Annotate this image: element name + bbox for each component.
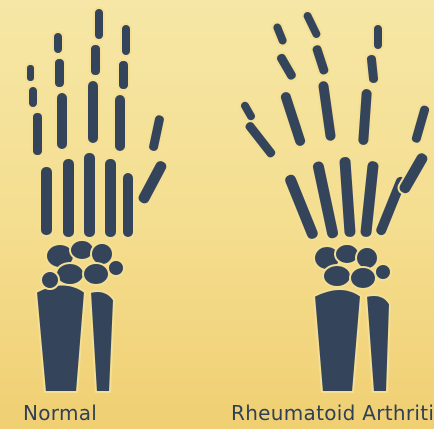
rheumatoid-arthritis-label: Rheumatoid Arthritis [231,401,434,425]
normal-hand-skeleton-illustration [0,0,217,400]
rheumatoid-hand-skeleton-illustration [217,0,434,400]
normal-label: Normal [23,401,97,425]
